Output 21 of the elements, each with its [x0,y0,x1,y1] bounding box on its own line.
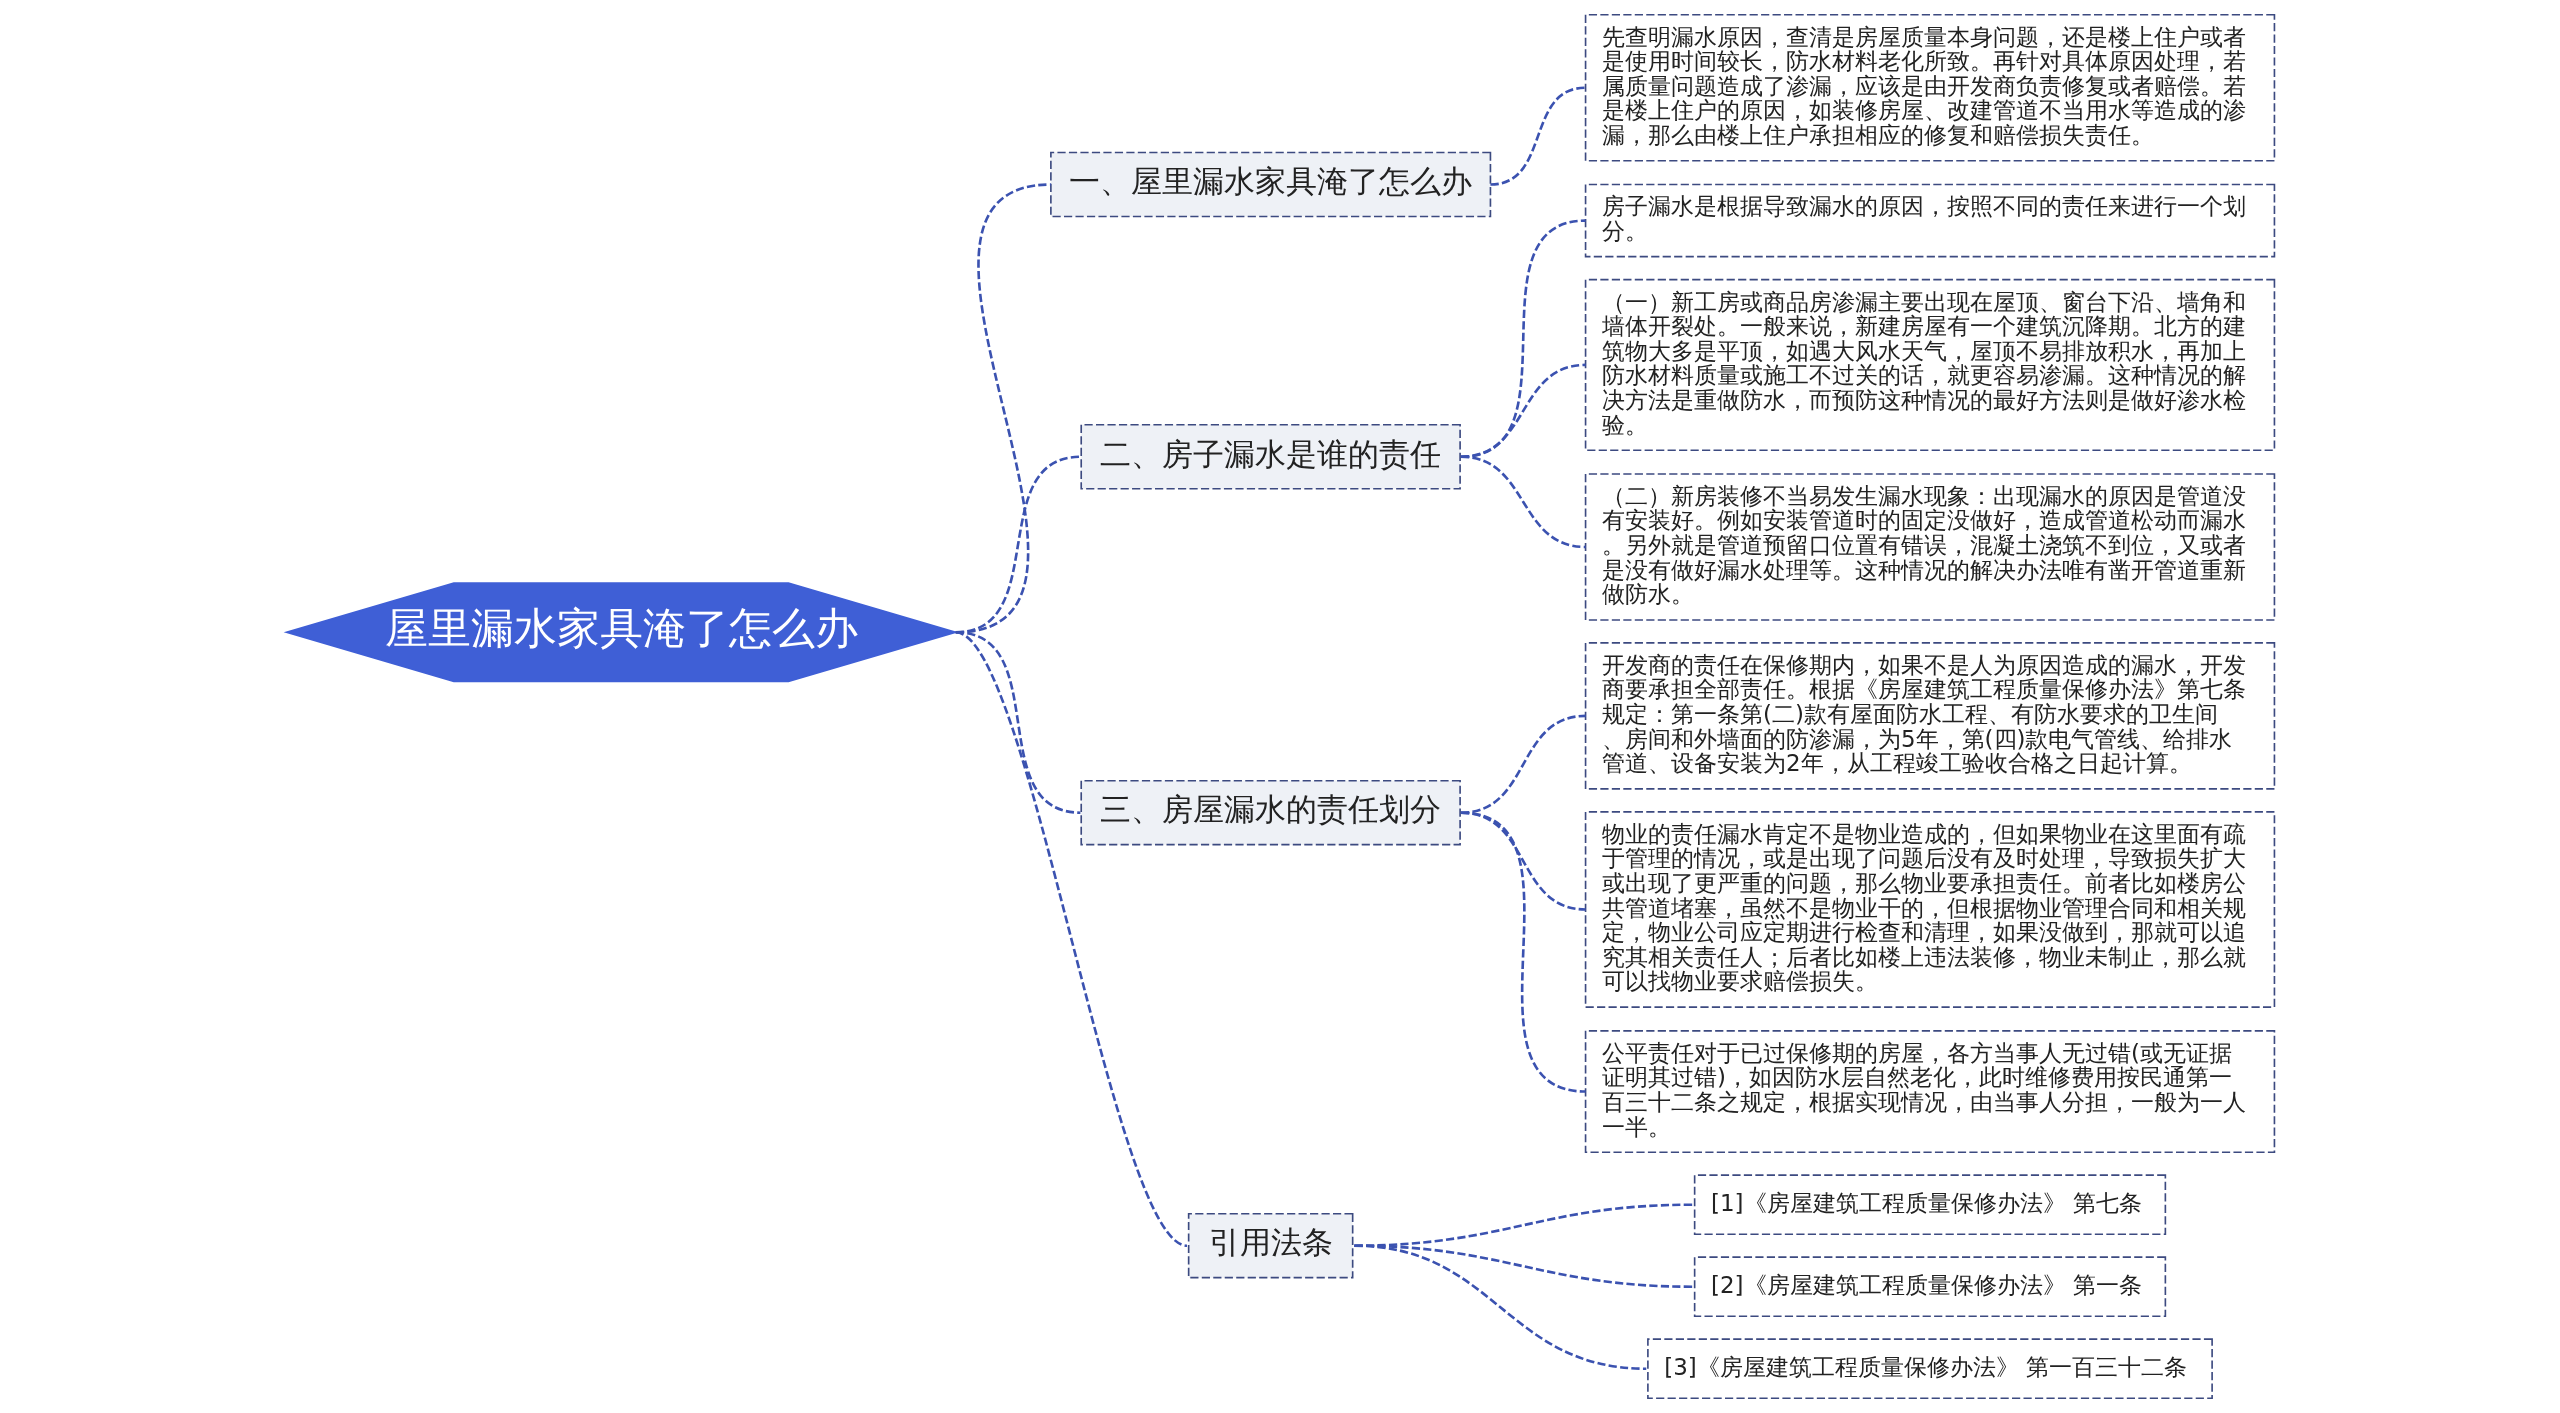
node-box: （二）新房装修不当易发生漏水现象：出现漏水的原因是管道没有安装好。例如安装管道时的固定没做好，造成管道松动而漏水。另外就是管道预留口位置有错误，混凝土浇筑不到位，又或者是没有做好漏水处理等。这种情况的解决办法唯有凿开管道重新做防水。 [1584,473,2275,621]
connector [1460,455,1586,549]
node-box: 开发商的责任在保修期内，如果不是人为原因造成的漏水，开发商要承担全部责任。根据《房屋建筑工程质量保修办法》第七条规定：第一条第(二)款有屋面防水工程、有防水要求的卫生间、房间和外墙面的防渗漏，为5年，第(四)款电气管线、给排水管道、设备安装为2年，从工程竣工验收合格之日起计算。 [1584,642,2275,790]
node-box: 公平责任对于已过保修期的房屋，各方当事人无过错(或无证据证明其过错)，如因防水层自然老化，此时维修费用按民通第一百三十二条之规定，根据实现情况，由当事人分担，一般为一人一半。 [1584,1030,2275,1154]
node-box: 一、屋里漏水家具淹了怎么办 [1049,151,1491,218]
connector [954,631,1188,1247]
connector [1460,811,1586,1093]
node-box: 引用法条 [1187,1212,1353,1279]
node-box: 先查明漏水原因，查清是房屋质量本身问题，还是楼上住户或者是使用时间较长，防水材料老化所致。再针对具体原因处理，若属质量问题造成了渗漏，应该是由开发商负责修复或者赔偿。若是楼上住户的原因，如装修房屋、改建管道不当用水等造成的渗漏，那么由楼上住户承担相应的修复和赔偿损失责任。 [1584,13,2275,162]
connector [1489,86,1586,186]
node-box: [3]《房屋建筑工程质量保修办法》 第一百三十二条 [1646,1338,2213,1400]
node-box: [2]《房屋建筑工程质量保修办法》 第一条 [1693,1256,2166,1318]
node-box: 三、房屋漏水的责任划分 [1079,779,1461,846]
node-box: （一）新工房或商品房渗漏主要出现在屋顶、窗台下沿、墙角和墙体开裂处。一般来说，新建房屋有一个建筑沉降期。北方的建筑物大多是平顶，如遇大风水天气，屋顶不易排放积水，再加上防水材料质量或施工不过关的话，就更容易渗漏。这种情况的解决方法是重做防水，而预防这种情况的最好方法则是做好渗水检验。 [1584,278,2275,452]
connector [1353,1244,1646,1371]
node-box: 物业的责任漏水肯定不是物业造成的，但如果物业在这里面有疏于管理的情况，或是出现了问题后没有及时处理，导致损失扩大或出现了更严重的问题，那么物业要承担责任。前者比如楼房公共管道堵塞，虽然不是物业干的，但根据物业管理合同和相关规定，物业公司应定期进行检查和清理，如果没做到，那就可以追究其相关责任人；后者比如楼上违法装修，物业未制止，那么就可以找物业要求赔偿损失。 [1584,811,2275,1008]
node-box: 房子漏水是根据导致漏水的原因，按照不同的责任来进行一个划分。 [1584,183,2275,258]
node-box: [1]《房屋建筑工程质量保修办法》 第七条 [1693,1174,2166,1236]
connector [1460,363,1586,459]
node-box: 二、房子漏水是谁的责任 [1079,424,1461,490]
connector [1460,219,1586,459]
